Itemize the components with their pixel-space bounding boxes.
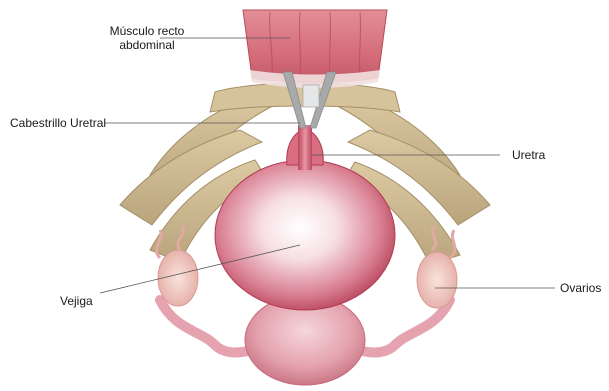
label-urethra: Uretra	[512, 148, 545, 162]
urethra	[298, 125, 312, 170]
label-rectus-muscle: Músculo recto abdominal	[92, 24, 202, 52]
label-ovaries: Ovarios	[560, 281, 601, 295]
label-rectus-muscle-line1: Músculo recto	[92, 24, 202, 38]
label-bladder: Vejiga	[60, 294, 93, 308]
label-urethral-sling: Cabestrillo Uretral	[10, 116, 106, 130]
rectus-muscle	[243, 10, 387, 88]
label-rectus-muscle-line2: abdominal	[92, 38, 202, 52]
bladder	[215, 160, 395, 310]
